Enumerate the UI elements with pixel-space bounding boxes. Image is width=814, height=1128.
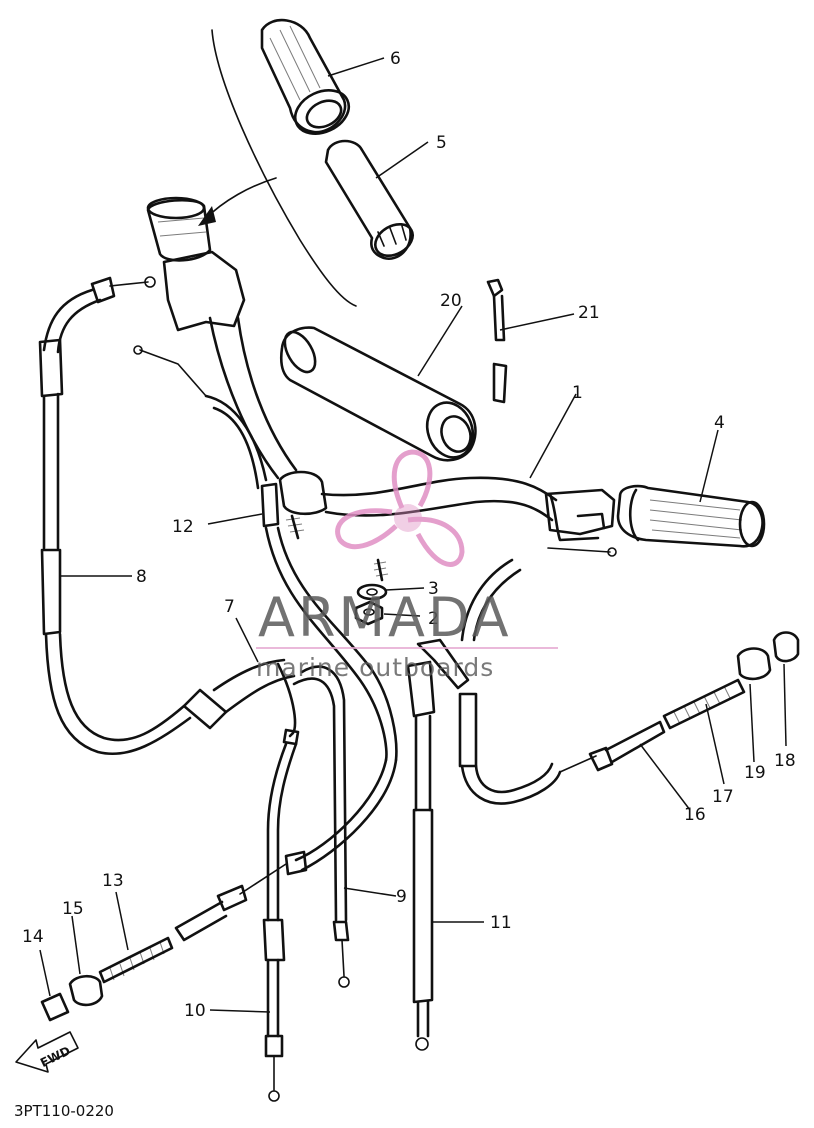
cable-16 [458,558,666,805]
callout-16: 16 [684,805,706,825]
cable-8 [38,276,192,756]
watermark-tagline: marine outboards [256,653,494,682]
cable-7 [182,658,296,730]
right-grip [616,484,766,548]
callout-20: 20 [440,291,462,311]
callout-19: 19 [744,763,766,783]
cable-9 [292,665,350,988]
callout-3: 3 [428,579,439,599]
assembly-arrow [198,29,357,307]
caps-left [40,974,104,1022]
cable-13 [98,758,398,984]
watermark-brand: ARMADA [258,586,512,649]
drawing-code: 3PT110-0220 [14,1102,114,1120]
cable-11 [412,714,434,1051]
callout-6: 6 [390,49,401,69]
callout-1: 1 [572,383,583,403]
large-grip [279,326,477,462]
fwd-label: FWD [38,1044,72,1070]
cable-10 [262,662,300,1102]
grip-set [260,18,414,260]
nut-washer [354,558,389,626]
callout-12: 12 [172,517,194,537]
callout-5: 5 [436,133,447,153]
callout-4: 4 [714,413,725,433]
propeller-logo-icon [335,449,465,567]
caps-right [662,631,800,730]
fwd-arrow-icon: FWD [15,1031,79,1073]
callout-13: 13 [102,871,124,891]
cable-lever [406,638,470,718]
callout-8: 8 [136,567,147,587]
callout-9: 9 [396,887,407,907]
callout-21: 21 [578,303,600,323]
callout-14: 14 [22,927,44,947]
callout-15: 15 [62,899,84,919]
callout-11: 11 [490,913,512,933]
callout-2: 2 [428,609,439,629]
watermark: ARMADA marine outboards [256,449,558,682]
cable-12 [133,345,398,762]
callout-18: 18 [774,751,796,771]
callout-10: 10 [184,1001,206,1021]
callout-17: 17 [712,787,734,807]
callout-7: 7 [224,597,235,617]
callout-labels: 1 2 3 4 5 6 7 8 9 10 11 12 13 14 15 16 1… [22,49,796,1021]
pin [486,278,508,404]
callout-leaders [39,57,787,1013]
handlebar [146,196,617,557]
